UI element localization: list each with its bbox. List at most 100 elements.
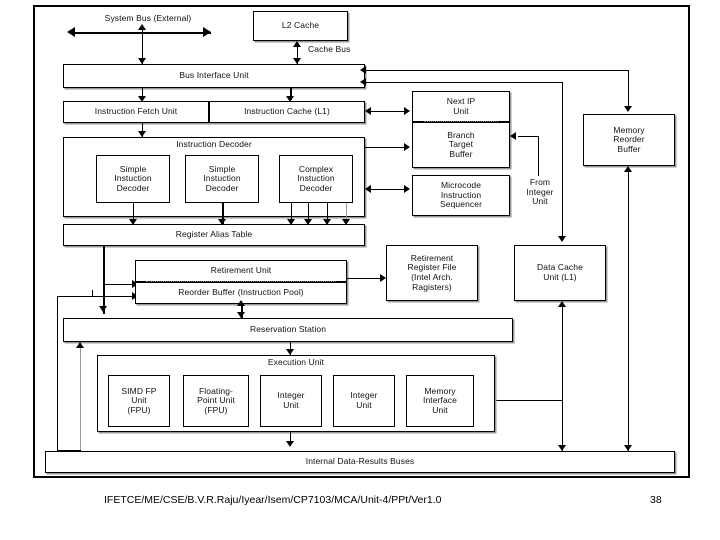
cache-bus-line	[297, 45, 298, 64]
data-cache-up-bus-arrow-down	[558, 445, 566, 451]
rs-to-execution-line	[290, 342, 291, 355]
from-integer-unit-line-horiz	[518, 136, 539, 137]
system-bus-to-biu-arrow-down	[138, 58, 146, 64]
simple-instruction-decoder-1-box[interactable]: Simple Instuction Decoder	[96, 155, 170, 203]
reservation-station-box[interactable]: Reservation Station	[63, 318, 513, 342]
results-to-rob-rail	[57, 296, 58, 451]
results-to-rob-rail-bottom	[57, 450, 81, 451]
rob-feed-2-riser	[92, 290, 93, 297]
decoder-microcode-line	[371, 189, 407, 190]
execution-to-results-line	[290, 432, 291, 445]
footer-page-number: 38	[650, 494, 662, 506]
cache-bus-arrow-down	[293, 58, 301, 64]
l2-cache-box[interactable]: L2 Cache	[253, 11, 348, 41]
simple2-to-rat-line	[222, 203, 224, 224]
data-cache-in-arrow	[558, 236, 566, 242]
biu-feedback-second-vert	[562, 82, 563, 240]
integer-unit-1-box[interactable]: Integer Unit	[260, 375, 322, 427]
simple2-to-rat-arrow	[218, 219, 226, 225]
microcode-instruction-sequencer-box[interactable]: Microcode Instruction Sequencer	[412, 175, 510, 216]
instruction-decoder-title: Instruction Decoder	[176, 139, 252, 149]
internal-data-results-buses-box[interactable]: Internal Data-Results Buses	[45, 451, 675, 473]
biu-to-ifu-arrow	[138, 96, 146, 102]
floating-point-unit-box[interactable]: Floating- Point Unit (FPU)	[183, 375, 249, 427]
system-bus-to-biu-arrow-up	[138, 24, 146, 30]
branch-target-buffer-box[interactable]: Branch Target Buffer	[412, 122, 510, 168]
simple1-to-rat-arrow	[129, 219, 137, 225]
complex-to-rat-arrow-3	[323, 219, 331, 225]
instruction-cache-l1-box[interactable]: Instruction Cache (L1)	[209, 101, 365, 123]
instruction-fetch-unit-box[interactable]: Instruction Fetch Unit	[63, 101, 209, 123]
rat-left-rail-arrow	[99, 306, 107, 312]
data-cache-up-bus	[562, 305, 563, 451]
biu-to-icache-line	[290, 88, 292, 100]
results-to-rob-rail-top	[57, 296, 92, 297]
register-alias-table-box[interactable]: Register Alias Table	[63, 224, 365, 246]
biu-to-ifu-line	[142, 88, 143, 100]
biu-feedback-top-vert	[628, 70, 629, 110]
simple-instruction-decoder-2-box[interactable]: Simple Instuction Decoder	[185, 155, 259, 203]
system-bus-label: System Bus (External)	[104, 13, 192, 23]
from-integer-unit-label: From Integer Unit	[526, 177, 554, 207]
simple1-to-rat-line	[133, 203, 134, 224]
rat-to-rob-feed-1	[103, 284, 135, 285]
mrob-in-arrow	[624, 106, 632, 112]
data-cache-to-miu-line	[484, 400, 562, 401]
icache-nextip-arrow-right	[404, 107, 410, 115]
execution-to-results-arrow	[286, 441, 294, 447]
biu-feedback-second-horiz	[366, 82, 563, 83]
biu-feedback-top-arrow	[360, 66, 366, 74]
next-ip-unit-box[interactable]: Next IP Unit	[412, 91, 510, 122]
ifu-to-decoder-line	[142, 123, 143, 137]
from-integer-unit-line-vert	[538, 136, 539, 176]
complex-to-rat-line-1	[291, 203, 292, 224]
decoder-to-btb-line	[365, 147, 407, 148]
icache-nextip-arrow-left	[365, 107, 371, 115]
system-bus-arrow-right	[203, 27, 211, 37]
complex-to-rat-line-3	[327, 203, 328, 224]
cache-bus-label: Cache Bus	[308, 44, 351, 54]
complex-to-rat-arrow-1	[287, 219, 295, 225]
biu-feedback-second-arrow	[360, 78, 366, 86]
results-to-rs-arrow	[76, 342, 84, 348]
complex-to-rat-arrow-2	[304, 219, 312, 225]
data-cache-unit-l1-box[interactable]: Data Cache Unit (L1)	[514, 245, 606, 301]
complex-to-rat-line-2	[308, 203, 309, 224]
system-bus-to-biu-line	[142, 28, 143, 64]
data-cache-up-bus-arrow-up	[558, 301, 566, 307]
footer-path-text: IFETCE/ME/CSE/B.V.R.Raju/Iyear/Isem/CP71…	[104, 494, 442, 506]
rob-to-rs-arrow-up	[237, 300, 245, 306]
rat-to-rob-feed-2	[92, 296, 135, 297]
from-integer-unit-arrow	[510, 132, 516, 140]
execution-unit-title: Execution Unit	[267, 357, 325, 367]
icache-nextip-line	[371, 111, 407, 112]
simd-fp-unit-box[interactable]: SIMD FP Unit (FPU)	[108, 375, 170, 427]
decoder-microcode-arrow-right	[404, 185, 410, 193]
bus-interface-unit-box[interactable]: Bus Interface Unit	[63, 64, 365, 88]
cache-bus-arrow-up	[293, 41, 301, 47]
retirement-to-rrf-line	[347, 278, 383, 279]
results-to-rs-rail	[80, 348, 81, 450]
memory-interface-unit-box[interactable]: Memory Interface Unit	[406, 375, 474, 427]
rob-to-rs-line	[241, 304, 243, 318]
biu-feedback-top-horiz	[366, 70, 629, 71]
mrob-results-bus-arrow-down	[624, 445, 632, 451]
decoder-microcode-arrow-left	[365, 185, 371, 193]
decoder-to-btb-arrow	[404, 143, 410, 151]
biu-to-icache-arrow	[286, 96, 294, 102]
complex-to-rat-arrow-4	[342, 219, 350, 225]
system-bus-arrow-left	[67, 27, 75, 37]
retirement-unit-box[interactable]: Retirement Unit	[135, 260, 347, 282]
retirement-rob-divider	[146, 281, 336, 282]
retirement-register-file-box[interactable]: Retirement Register File (Intel Arch. Ra…	[386, 245, 478, 301]
nextip-btb-divider	[424, 121, 498, 122]
mrob-results-bus-arrow-up	[624, 166, 632, 172]
integer-unit-2-box[interactable]: Integer Unit	[333, 375, 395, 427]
slide-footer: IFETCE/ME/CSE/B.V.R.Raju/Iyear/Isem/CP71…	[0, 494, 720, 516]
complex-instruction-decoder-box[interactable]: Complex Instuction Decoder	[279, 155, 353, 203]
rat-left-rail	[103, 246, 105, 314]
retirement-to-rrf-arrow	[380, 274, 386, 282]
rob-to-rs-arrow-down	[237, 312, 245, 318]
memory-reorder-buffer-box[interactable]: Memory Reorder Buffer	[583, 114, 675, 166]
